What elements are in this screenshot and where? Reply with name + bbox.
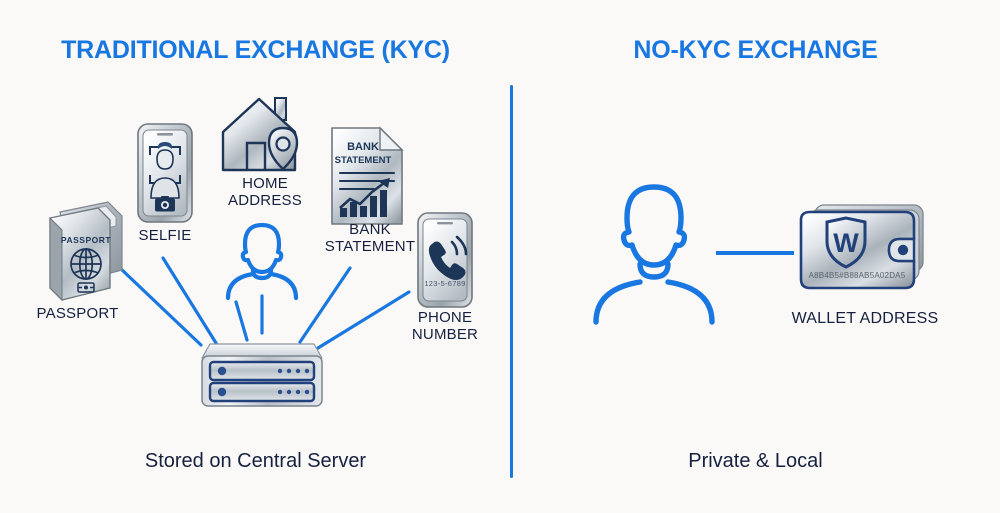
selfie-label: SELFIE [138,227,192,244]
phone-number-text: 123-5-6789 [424,279,465,288]
right-panel-caption: Private & Local [688,450,823,472]
home-pin-icon [215,88,315,186]
svg-text:BANK: BANK [347,141,379,153]
svg-text:PASSPORT: PASSPORT [61,235,111,245]
passport-label: PASSPORT [36,305,119,322]
left-panel-caption: Stored on Central Server [144,450,367,472]
phone-call-icon: 123-5-6789 [412,210,478,312]
svg-text:STATEMENT: STATEMENT [335,155,392,166]
wallet-shield-letter: W [833,228,859,258]
phone-number-label: PHONE NUMBER [411,309,479,343]
central-server-icon [198,330,326,410]
user-outline-icon-right [592,183,716,325]
wallet-address-label: WALLET ADDRESS [791,310,939,327]
bank-statement-icon: BANK STATEMENT [326,124,408,228]
wallet-address-text: A8B4B5#B88AB5A02DA5 [809,271,906,280]
wallet-shield-icon: W A8B4B5#B88AB5A02DA5 [793,202,933,307]
bank-statement-label: BANK STATEMENT [324,221,416,255]
panel-divider [510,85,513,478]
left-panel-title: TRADITIONAL EXCHANGE (KYC) [61,36,450,64]
right-panel-title: NO-KYC EXCHANGE [633,36,878,64]
passport-icon: PASSPORT [36,196,136,306]
home-address-label: HOME ADDRESS [228,175,302,209]
user-outline-icon-left [222,222,302,301]
selfie-phone-icon [132,120,198,228]
